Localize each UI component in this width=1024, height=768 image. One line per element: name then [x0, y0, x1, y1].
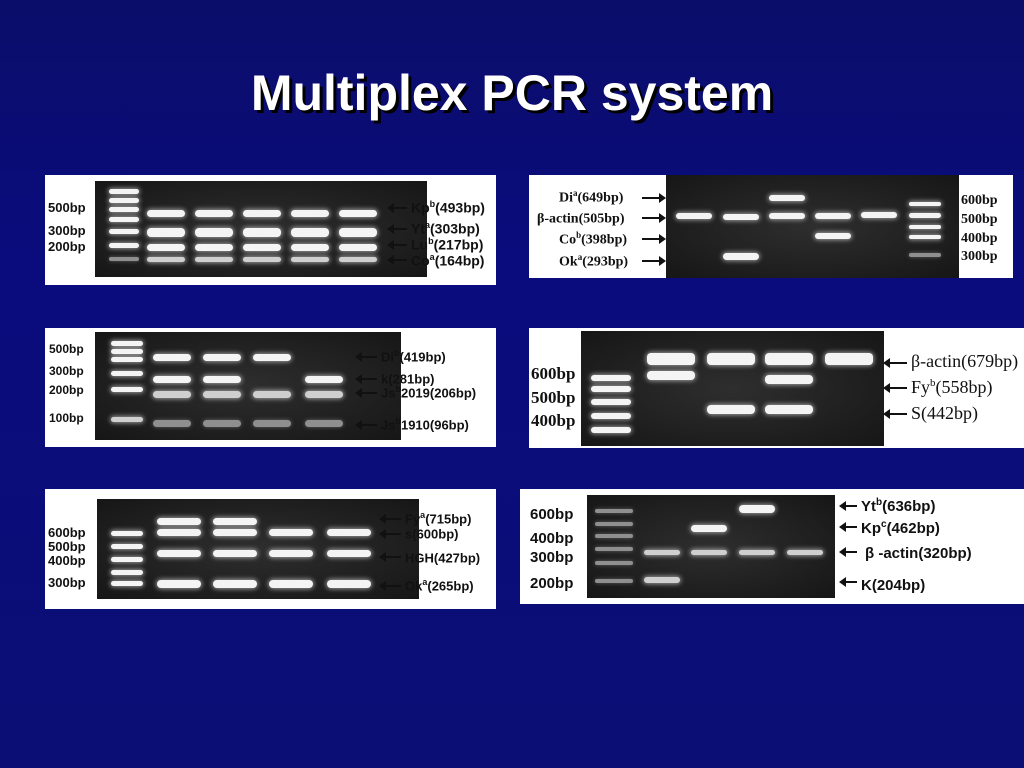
- ladder-label: 500bp: [49, 342, 84, 356]
- marker-label: s(600bp): [405, 526, 459, 542]
- marker-label: Oka(293bp): [559, 252, 629, 270]
- arrow-icon: [883, 383, 907, 393]
- gel-panel-6: 600bp 400bp 300bp 200bp Ytb(636bp) Kpc(4…: [520, 489, 1024, 604]
- marker-label: Kpb(493bp): [411, 199, 485, 216]
- arrow-icon: [839, 501, 857, 511]
- arrow-icon: [387, 203, 407, 213]
- gel-panel-2: Dia(649bp) β-actin(505bp) Cob(398bp) Oka…: [529, 175, 1013, 278]
- marker-label: HGH(427bp): [405, 550, 481, 566]
- gel-image: [587, 495, 835, 598]
- ladder-label: 100bp: [49, 411, 84, 425]
- ladder-label: 400bp: [961, 231, 998, 246]
- arrow-icon: [883, 409, 907, 419]
- marker-label: Fya(715bp): [405, 510, 472, 527]
- marker-label: β-actin(505bp): [537, 211, 625, 227]
- marker-label: Dib(419bp): [381, 348, 446, 365]
- gel-panel-1: 500bp 300bp 200bp Kpb(493bp) Yta(303bp): [45, 175, 496, 285]
- marker-label: S(442bp): [911, 403, 979, 423]
- arrow-icon: [379, 529, 401, 539]
- ladder-label: 400bp: [530, 530, 574, 547]
- arrow-icon: [355, 374, 377, 384]
- arrow-icon: [642, 193, 666, 203]
- ladder-label: 600bp: [531, 364, 576, 383]
- ladder-label: 600bp: [961, 193, 998, 208]
- marker-label: Lub(217bp): [411, 236, 484, 253]
- marker-label: Oka(265bp): [405, 577, 474, 594]
- arrow-icon: [642, 256, 666, 266]
- arrow-icon: [379, 552, 401, 562]
- arrow-icon: [379, 514, 401, 524]
- ladder-label: 200bp: [49, 383, 84, 397]
- ladder-label: 500bp: [531, 388, 576, 407]
- ladder-label: 500bp: [48, 200, 86, 215]
- ladder-label: 600bp: [48, 525, 86, 540]
- marker-label: Ytb(636bp): [861, 497, 936, 515]
- marker-label: Jsb1910(96bp): [381, 416, 469, 433]
- marker-label: Coa(164bp): [411, 252, 485, 269]
- gel-image: [95, 181, 427, 277]
- gel-panel-4: 600bp 500bp 400bp β-actin(679bp) Fyb(558…: [529, 328, 1024, 448]
- gel-image: [95, 332, 401, 440]
- ladder-label: 200bp: [530, 575, 574, 592]
- marker-label: Jsb2019(206bp): [381, 384, 477, 401]
- slide-title: Multiplex PCR system: [250, 65, 774, 121]
- arrow-icon: [642, 234, 666, 244]
- gel-panel-5: 600bp 500bp 400bp 300bp Fya(715bp) s(600…: [45, 489, 496, 609]
- arrow-icon: [839, 547, 857, 557]
- arrow-icon: [379, 581, 401, 591]
- arrow-icon: [387, 255, 407, 265]
- ladder-label: 300bp: [48, 223, 86, 238]
- gel-image: [666, 175, 959, 278]
- marker-label: Cob(398bp): [559, 230, 628, 248]
- arrow-icon: [387, 240, 407, 250]
- ladder-label: 200bp: [48, 239, 86, 254]
- ladder-label: 500bp: [961, 212, 998, 227]
- ladder-label: 600bp: [530, 506, 574, 523]
- ladder-label: 500bp: [48, 539, 86, 554]
- ladder-label: 400bp: [48, 553, 86, 568]
- ladder-label: 300bp: [48, 575, 86, 590]
- marker-label: β -actin(320bp): [865, 545, 972, 562]
- ladder-label: 300bp: [49, 364, 84, 378]
- arrow-icon: [839, 522, 857, 532]
- marker-label: β-actin(679bp): [911, 351, 1019, 371]
- ladder-label: 300bp: [961, 249, 998, 264]
- arrow-icon: [355, 388, 377, 398]
- ladder-label: 400bp: [531, 411, 576, 430]
- marker-label: Fyb(558bp): [911, 377, 993, 397]
- arrow-icon: [355, 352, 377, 362]
- marker-label: Kpc(462bp): [861, 519, 940, 537]
- ladder-label: 300bp: [530, 549, 574, 566]
- arrow-icon: [642, 213, 666, 223]
- gel-image: [581, 331, 884, 446]
- arrow-icon: [883, 358, 907, 368]
- marker-label: K(204bp): [861, 577, 926, 594]
- marker-label: Yta(303bp): [411, 220, 480, 237]
- marker-label: Dia(649bp): [559, 188, 624, 206]
- arrow-icon: [839, 577, 857, 587]
- marker-label: k(281bp): [381, 371, 435, 387]
- gel-image: [97, 499, 419, 599]
- arrow-icon: [387, 224, 407, 234]
- arrow-icon: [355, 420, 377, 430]
- gel-panel-3: 500bp 300bp 200bp 100bp Dib(419bp) k(281…: [45, 328, 496, 447]
